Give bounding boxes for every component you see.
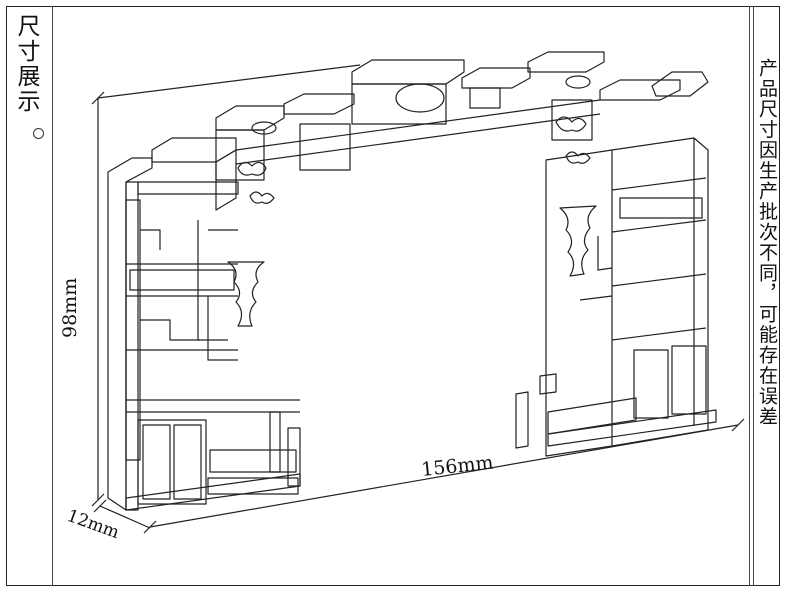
right-divider-inner — [753, 6, 754, 586]
height-dimension-label: 98mm — [59, 278, 81, 338]
circle-bullet-icon — [33, 128, 44, 139]
left-divider — [52, 6, 53, 586]
width-dimension-line — [143, 418, 745, 534]
right-divider — [749, 6, 750, 586]
section-title: 尺寸展示 — [13, 14, 39, 114]
width-dimension-label: 156mm — [420, 452, 494, 481]
page-frame — [6, 6, 780, 586]
right-cabinet — [515, 137, 717, 457]
stepped-arch-top — [151, 51, 709, 211]
height-dimension-line — [91, 64, 361, 507]
depth-dimension-line — [93, 499, 151, 529]
tolerance-note: 产品尺寸因生产批次不同，可能存在误差 — [756, 58, 778, 427]
left-cabinet — [107, 157, 301, 511]
